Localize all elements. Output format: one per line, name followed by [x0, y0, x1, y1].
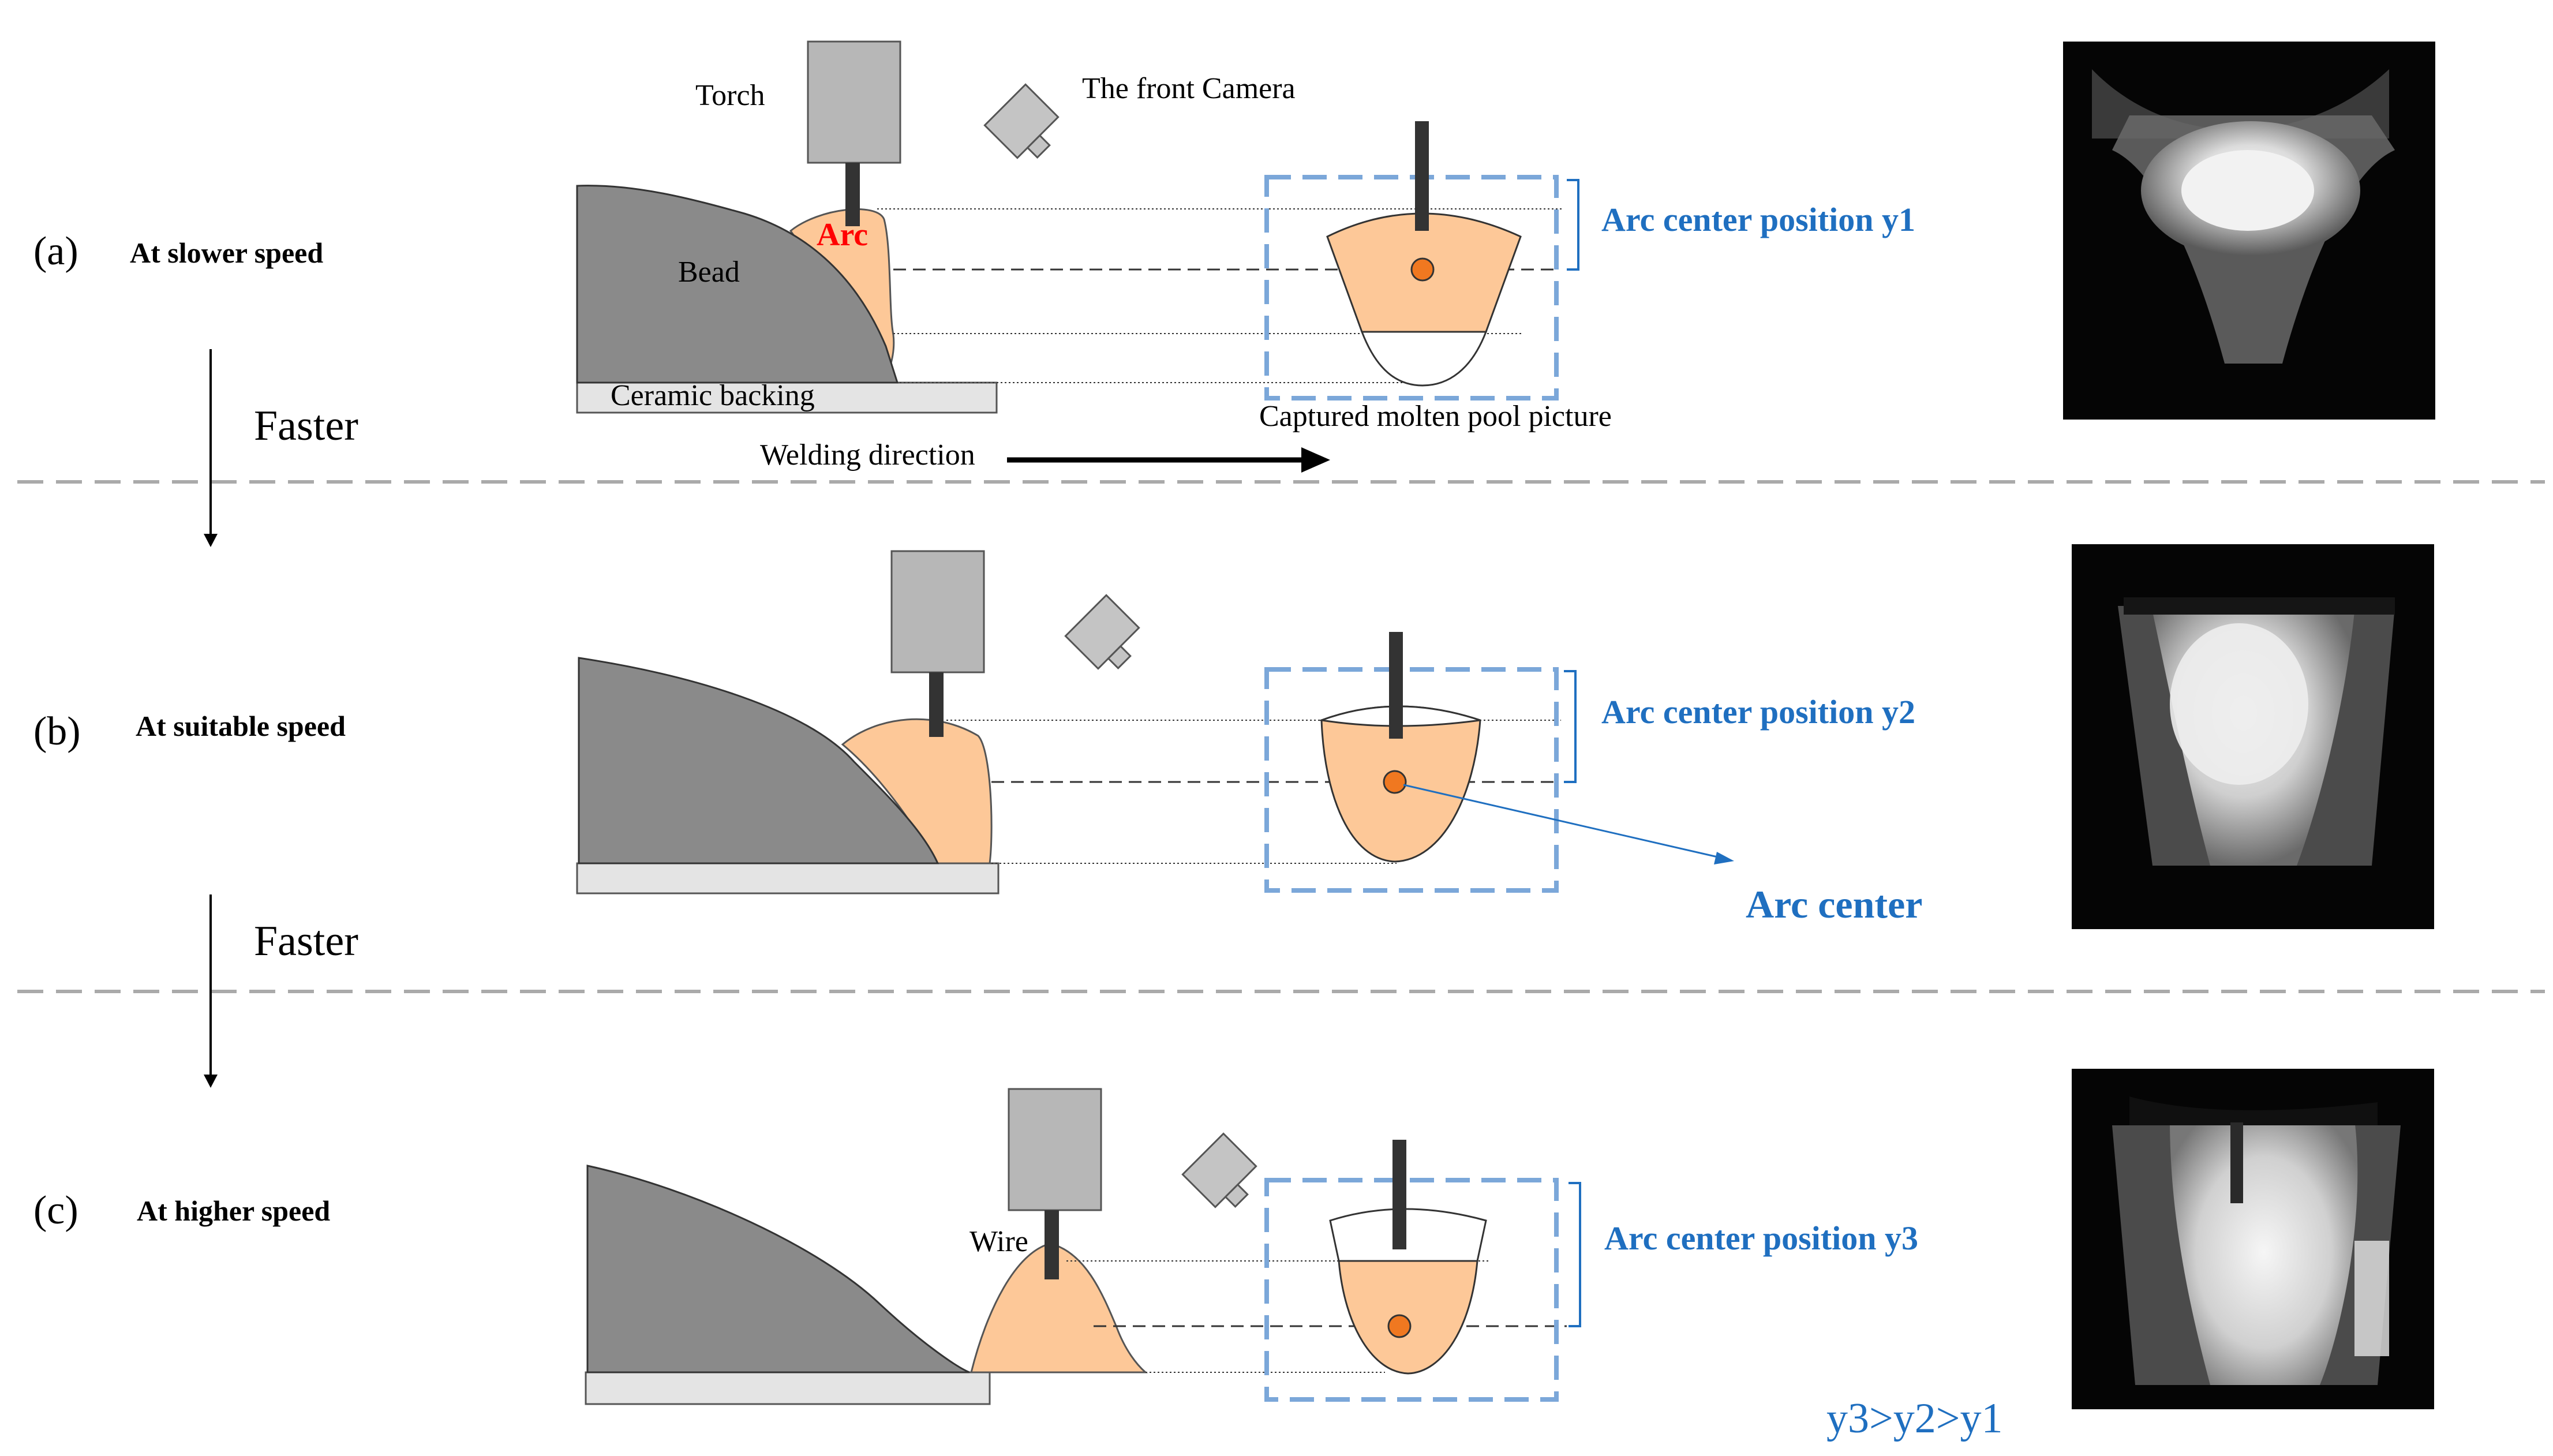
capture-frame-b [1264, 667, 1559, 893]
row-b-letter: (b) [33, 709, 81, 754]
torch-body-c [1008, 1088, 1102, 1211]
arc-center-position-label-b: Arc center position y2 [1601, 693, 1915, 731]
captured-picture-label: Captured molten pool picture [1259, 400, 1612, 433]
arc-center-position-label-c: Arc center position y3 [1604, 1219, 1918, 1257]
torch-label: Torch [695, 79, 765, 112]
front-camera-b [1064, 594, 1140, 670]
row-b-pool-picture: Arc center position y2 Arc center [1264, 632, 1922, 926]
welding-direction: Welding direction [760, 439, 1330, 473]
weld-photo-b [2072, 544, 2434, 929]
torch-body-b [890, 550, 985, 673]
position-bracket-a [1567, 179, 1579, 271]
row-a-letter: (a) [33, 229, 78, 274]
wire-a [845, 163, 860, 226]
wire-label: Wire [969, 1225, 1028, 1258]
bead-b [578, 657, 939, 864]
pool-tail-a [1360, 331, 1488, 387]
row-a-speed: At slower speed [130, 237, 323, 269]
pool-body-c [1338, 1260, 1478, 1375]
arc-center-dot-c [1387, 1314, 1412, 1338]
row-c-side-view: Wire [585, 1088, 1257, 1405]
molten-pool-side-b [841, 718, 993, 864]
position-bracket-c [1569, 1182, 1581, 1327]
ceramic-backing-b [576, 862, 1000, 894]
wire-b [929, 672, 944, 737]
capture-frame-a [1264, 175, 1559, 401]
ceramic-backing-c [585, 1371, 991, 1405]
capture-frame-c [1264, 1178, 1559, 1402]
row-a-side-view: Torch The front Camera Arc Bead Ceramic … [576, 40, 1296, 414]
wire-top-view-c [1392, 1140, 1406, 1249]
faster-label-1: Faster [254, 402, 358, 450]
bead-c [586, 1165, 970, 1373]
torch-body-a [807, 40, 901, 164]
arc-center-label: Arc center [1746, 882, 1922, 926]
wire-top-view-b [1389, 632, 1403, 739]
welding-direction-arrowhead [1301, 447, 1330, 473]
position-bracket-b [1564, 670, 1577, 783]
arc-center-pointer-arrowhead [1714, 852, 1734, 864]
faster-arrow-2 [204, 894, 218, 1088]
welding-direction-label: Welding direction [760, 439, 975, 471]
ceramic-backing-label: Ceramic backing [611, 379, 815, 412]
faster-label-2: Faster [254, 918, 358, 965]
weld-photo-a [2063, 42, 2435, 420]
front-camera-label: The front Camera [1082, 72, 1296, 105]
weld-photo-c [2072, 1069, 2434, 1409]
row-b-side-view [576, 550, 1140, 894]
bead-a [576, 185, 899, 384]
row-c-guide-lines [1066, 1260, 1567, 1373]
row-c-speed: At higher speed [137, 1195, 330, 1227]
ceramic-backing-a [576, 381, 998, 414]
front-camera-a [983, 83, 1060, 159]
molten-pool-side-c [970, 1242, 1148, 1373]
row-b-speed: At suitable speed [136, 710, 346, 742]
arc-center-dot-a [1410, 257, 1435, 282]
relation-label: y3>y2>y1 [1826, 1395, 2002, 1442]
row-a-pool-picture: Arc center position y1 Captured molten p… [1259, 121, 1915, 433]
front-camera-c [1181, 1132, 1257, 1208]
row-c-letter: (c) [33, 1188, 78, 1233]
arc-center-dot-b [1383, 770, 1407, 794]
faster-arrow-1 [204, 349, 218, 547]
pool-top-view-c [1329, 1208, 1487, 1262]
wire-c [1045, 1210, 1059, 1279]
arc-center-position-label-a: Arc center position y1 [1601, 201, 1915, 238]
row-c-pool-picture: Arc center position y3 y3>y2>y1 [1264, 1140, 2002, 1442]
arc-center-pointer [1403, 784, 1723, 859]
arc-label: Arc [817, 217, 868, 253]
bead-label: Bead [678, 256, 740, 289]
wire-top-view-a [1415, 121, 1429, 231]
